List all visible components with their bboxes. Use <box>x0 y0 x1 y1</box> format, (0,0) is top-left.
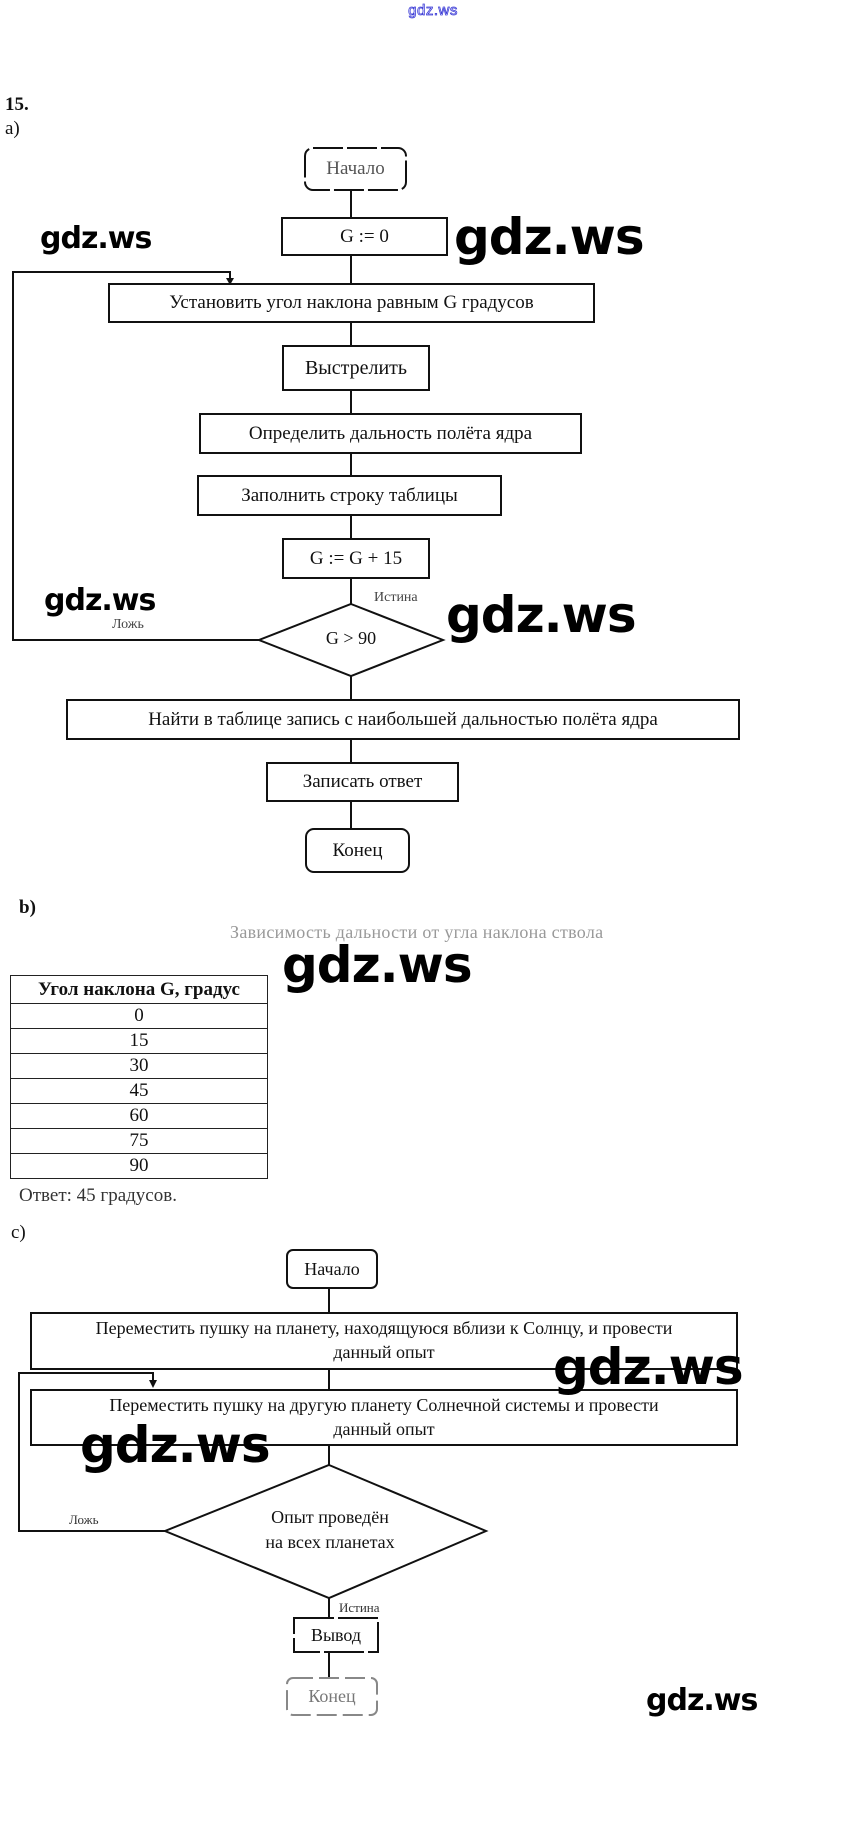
find-max-node <box>66 699 740 740</box>
measure-node <box>199 413 582 454</box>
fill-row-label: Заполнить строку таблицы <box>241 485 458 506</box>
watermark-overlay: gdz.ws <box>553 1338 744 1396</box>
end-label-a: Конец <box>332 840 383 861</box>
false-loop-a <box>12 271 259 641</box>
answer-text: Ответ: 45 градусов. <box>19 1185 177 1206</box>
false-loop-c <box>18 1372 165 1532</box>
increment-node <box>282 538 430 579</box>
output-label: Вывод <box>310 1625 362 1645</box>
shoot-label: Выстрелить <box>304 357 408 379</box>
fill-row-node <box>197 475 502 516</box>
table-row: 45 <box>10 1078 268 1104</box>
start-node-a <box>304 147 407 191</box>
watermark-overlay: gdz.ws <box>646 1683 758 1718</box>
section-b-label: b) <box>19 897 36 918</box>
find-max-label: Найти в таблице запись с наибольшей даль… <box>148 709 658 730</box>
false-label-a: Ложь <box>112 617 144 632</box>
step1-label: Переместить пушку на планету, находящуюс… <box>95 1318 673 1362</box>
true-label-c: Истина <box>339 1600 380 1615</box>
write-answer-label: Записать ответ <box>302 771 423 792</box>
watermark-overlay: gdz.ws <box>44 583 156 618</box>
angle-table: Угол наклона G, градус 0 15 30 45 60 75 … <box>10 975 268 1179</box>
condition-label-c: Опыт проведён на всех планетах <box>265 1507 395 1552</box>
end-node-a <box>305 828 410 873</box>
condition-label-a: G > 90 <box>325 628 377 648</box>
top-watermark: gdz.ws <box>408 2 458 20</box>
start-label-a: Начало <box>326 158 385 179</box>
init-node <box>281 217 448 256</box>
table-row: 30 <box>10 1053 268 1079</box>
step2-node <box>30 1389 738 1446</box>
watermark-overlay: gdz.ws <box>446 586 637 644</box>
section-a-label: a) <box>5 118 20 139</box>
false-label-c: Ложь <box>69 1512 99 1527</box>
increment-label: G := G + 15 <box>309 548 403 569</box>
table-row: 90 <box>10 1153 268 1179</box>
step1-node <box>30 1312 738 1370</box>
shoot-node <box>282 345 430 391</box>
output-node <box>293 1617 379 1653</box>
step2-label: Переместить пушку на другую планету Солн… <box>109 1395 659 1439</box>
write-answer-node <box>266 762 459 802</box>
watermark-overlay: gdz.ws <box>40 221 152 256</box>
table-row: 60 <box>10 1103 268 1129</box>
end-label-c: Конец <box>308 1686 356 1706</box>
start-node-c <box>286 1249 378 1289</box>
watermark-overlay: gdz.ws <box>282 936 473 994</box>
measure-label: Определить дальность полёта ядра <box>248 423 533 444</box>
watermark-overlay: gdz.ws <box>80 1416 271 1474</box>
watermark-overlay: gdz.ws <box>454 208 645 266</box>
section-c-label: c) <box>11 1222 26 1243</box>
set-angle-label: Установить угол наклона равным G градусо… <box>169 292 534 313</box>
end-node-c <box>286 1677 378 1716</box>
table-row: 15 <box>10 1028 268 1054</box>
arrow-head-c <box>149 1380 157 1388</box>
arrow-head-a <box>226 278 234 285</box>
table-header: Угол наклона G, градус <box>10 975 268 1004</box>
start-label-c: Начало <box>304 1259 360 1279</box>
init-label: G := 0 <box>340 226 389 247</box>
true-label-a: Истина <box>374 590 418 605</box>
task-number: 15. <box>5 94 29 115</box>
chart-title: Зависимость дальности от угла наклона ст… <box>230 922 604 942</box>
